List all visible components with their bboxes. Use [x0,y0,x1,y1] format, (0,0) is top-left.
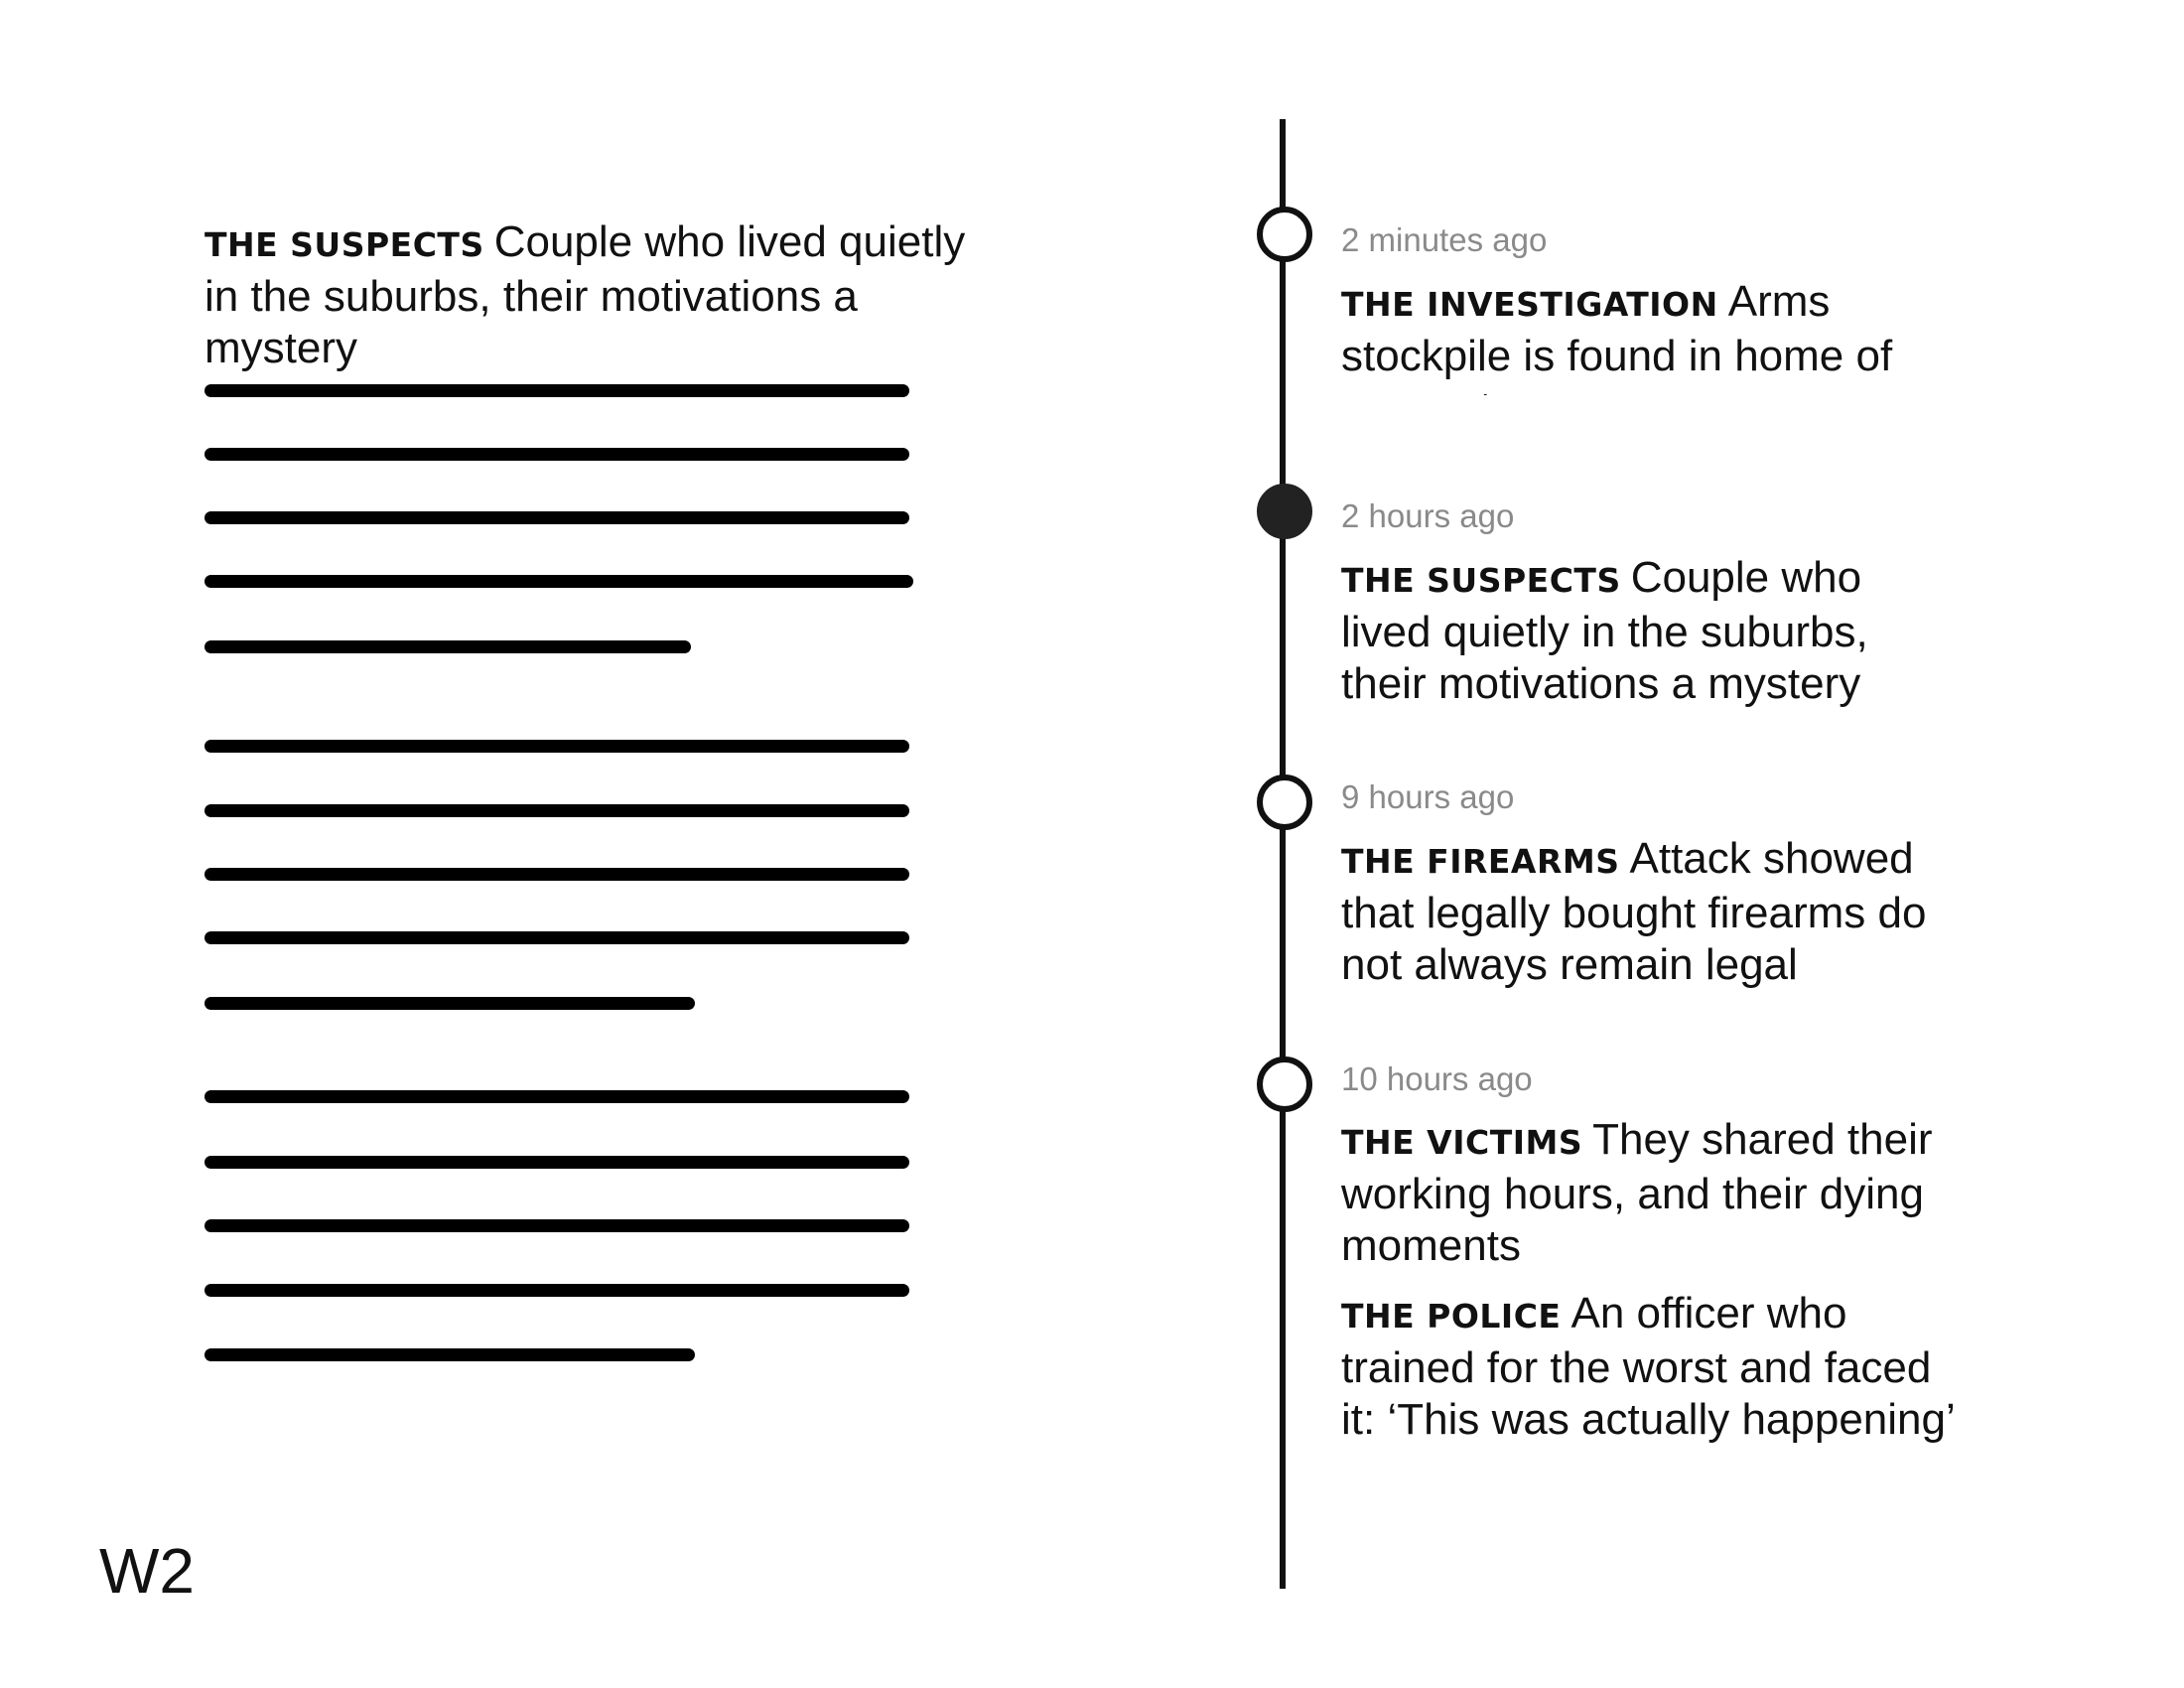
placeholder-text-line [205,640,691,653]
timeline-kicker: THE INVESTIGATION [1341,285,1718,324]
placeholder-text-line [205,575,913,588]
timeline-headline: Attack showed that legally bought firear… [1341,834,1927,989]
placeholder-text-line [205,384,909,397]
timeline-headline: They shared their working hours, and the… [1341,1115,1933,1270]
placeholder-text-line [205,1090,909,1103]
placeholder-text-line [205,740,909,753]
placeholder-text-line [205,804,909,817]
placeholder-text-line [205,1348,695,1361]
timeline-kicker: THE SUSPECTS [1341,561,1621,600]
placeholder-text-line [205,868,909,881]
timeline-timestamp: 9 hours ago [1341,778,1515,815]
placeholder-text-line [205,1219,909,1232]
timeline-kicker: THE VICTIMS [1341,1123,1583,1162]
timeline-headline: An officer who trained for the worst and… [1341,1289,1956,1444]
page-label: W2 [99,1535,195,1607]
timeline-headline: Arms stockpile is found in home of suspe… [1341,277,1893,395]
timeline-kicker: THE FIREARMS [1341,842,1620,881]
placeholder-text-line [205,1156,909,1169]
placeholder-text-line [205,931,909,944]
article-headline-text: Couple who lived quietly in the suburbs,… [205,217,966,372]
timeline-kicker: THE POLICE [1341,1297,1562,1336]
timeline-marker[interactable] [1257,207,1312,262]
placeholder-text-line [205,1284,909,1297]
timeline-marker-current[interactable] [1257,484,1312,539]
article-kicker: THE SUSPECTS [205,225,484,264]
placeholder-text-line [205,997,695,1010]
timeline-timestamp: 10 hours ago [1341,1060,1533,1097]
timeline-axis [1280,119,1286,1589]
placeholder-text-line [205,448,909,461]
timeline-marker[interactable] [1257,774,1312,830]
timeline-timestamp: 2 minutes ago [1341,221,1548,258]
timeline-headline: Couple who lived quietly in the suburbs,… [1341,553,1868,708]
placeholder-text-line [205,511,909,524]
timeline-timestamp: 2 hours ago [1341,497,1515,534]
timeline-marker[interactable] [1257,1056,1312,1112]
